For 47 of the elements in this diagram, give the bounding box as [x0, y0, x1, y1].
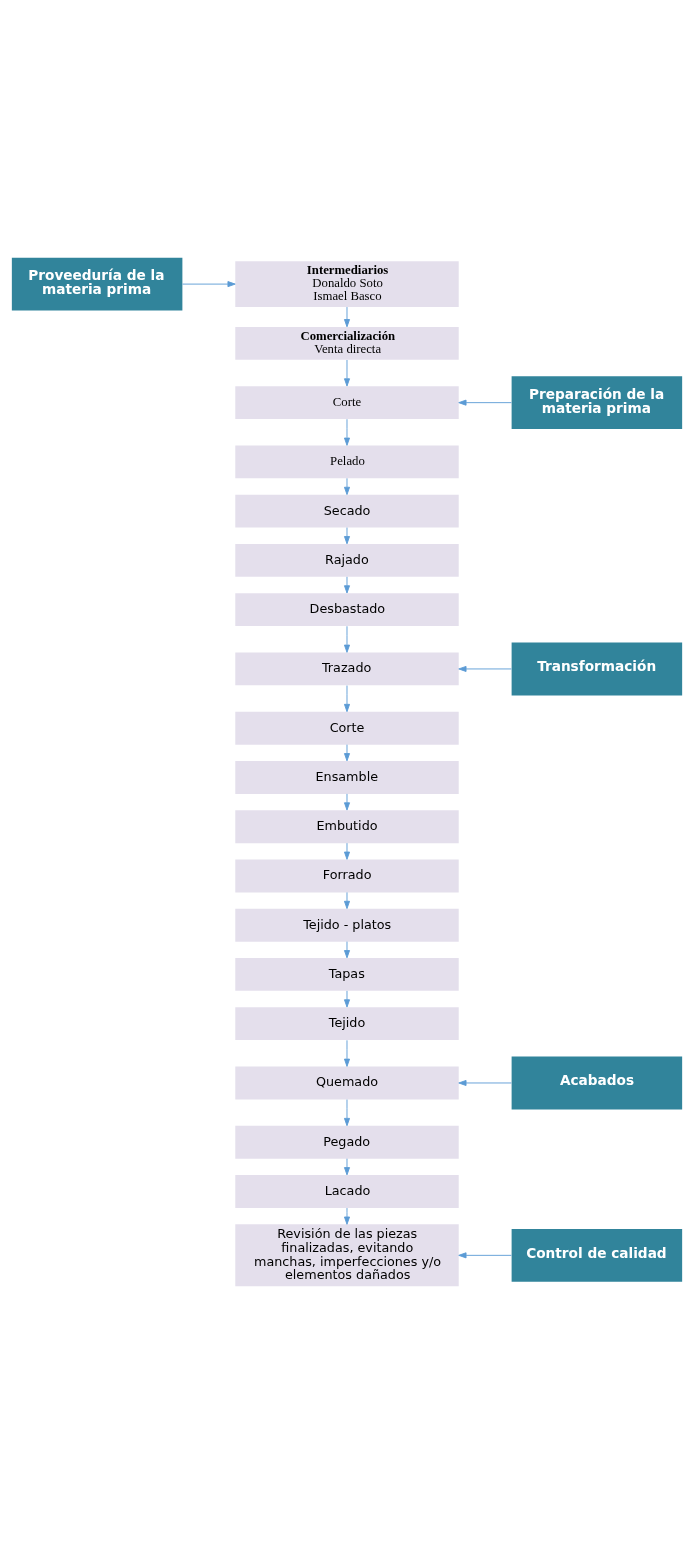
arrow [458, 399, 512, 406]
arrow [458, 1079, 512, 1086]
arrow [344, 940, 350, 958]
arrow [344, 1039, 350, 1067]
node-box: Revisión de las piezas finalizadas, evitando manchas, imperfecciones y/o elementos dañados [235, 1223, 459, 1286]
node-box: Acabados [511, 1056, 683, 1109]
arrow [344, 306, 350, 327]
node-box: Embutido [235, 809, 459, 843]
node-box: Ensamble [235, 760, 459, 794]
arrow [344, 684, 350, 712]
node-box: Forrado [235, 859, 459, 892]
node-box: Control de calidad [511, 1228, 683, 1282]
node-box: Quemado [235, 1066, 459, 1099]
arrow [344, 1157, 350, 1175]
arrow [344, 575, 350, 593]
node-box: Pelado [235, 445, 459, 478]
node-box: Proveeduría de la materia prima [11, 257, 183, 311]
node-box: Pegado [235, 1125, 459, 1159]
node-box: Tejido [235, 1006, 459, 1040]
arrow [182, 280, 236, 287]
arrow [344, 989, 350, 1008]
node-box: Corte [235, 711, 459, 745]
arrow [344, 1098, 350, 1126]
arrow [344, 792, 350, 811]
arrow [344, 1207, 350, 1225]
node-box: Tapas [235, 957, 459, 991]
arrow [344, 477, 350, 495]
arrow [458, 1251, 512, 1258]
node-box: Rajado [235, 543, 459, 577]
node-box: Tejido - platos [235, 908, 459, 942]
arrow [344, 891, 350, 909]
arrow [344, 526, 350, 544]
arrow [344, 625, 350, 653]
node-box: Corte [235, 385, 459, 419]
node-box: Comercialización Venta directa [235, 326, 459, 360]
node-box: Transformación [511, 642, 683, 695]
arrow [344, 418, 350, 446]
arrow [344, 842, 350, 860]
node-box: Trazado [235, 652, 459, 685]
node-box: Preparación de la materia prima [511, 375, 683, 429]
arrow [458, 665, 512, 672]
node-box: Secado [235, 494, 459, 528]
node-box: Intermediarios Donaldo Soto Ismael Basco [235, 260, 459, 307]
arrow [344, 359, 350, 386]
node-box: Lacado [235, 1174, 459, 1208]
arrow [344, 743, 350, 761]
node-box: Desbastado [235, 592, 459, 626]
